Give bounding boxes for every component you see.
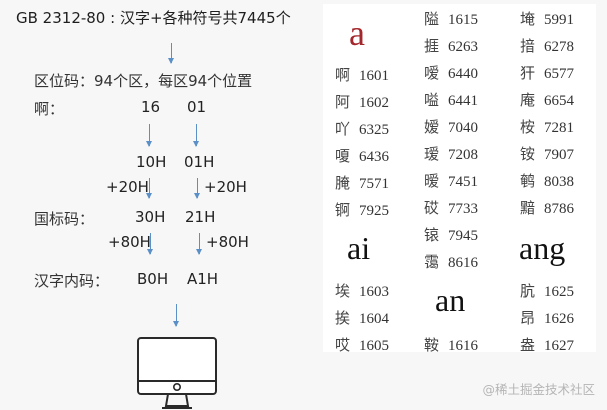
add-20h-left: +20H bbox=[106, 178, 149, 196]
computer-monitor-icon bbox=[137, 337, 217, 409]
a-char-label: 啊： bbox=[34, 100, 65, 118]
quwei-qu-value: 16 bbox=[141, 98, 161, 116]
arrow-down-icon bbox=[146, 178, 152, 199]
guobiao-label: 国标码： bbox=[34, 210, 95, 228]
quwei-wei-value: 01 bbox=[187, 98, 207, 116]
arrow-down-icon bbox=[173, 304, 179, 327]
arrow-down-icon bbox=[147, 233, 153, 255]
neima-label: 汉字内码： bbox=[34, 272, 110, 290]
pinyin-heading-ai: ai bbox=[347, 230, 371, 266]
arrow-down-icon bbox=[196, 233, 202, 255]
pinyin-heading-ang: ang bbox=[519, 230, 566, 266]
hex-wei-value: 01H bbox=[184, 153, 215, 171]
arrow-down-icon bbox=[146, 124, 152, 147]
add-80h-right: +80H bbox=[206, 233, 249, 251]
diagram-title: GB 2312-80 : 汉字+各种符号共7445个 bbox=[16, 9, 291, 27]
guobiao-wei-value: 21H bbox=[185, 208, 216, 226]
guobiao-qu-value: 30H bbox=[135, 208, 166, 226]
watermark: @稀土掘金技术社区 bbox=[482, 382, 595, 397]
quwei-label: 区位码：94个区，每区94个位置 bbox=[34, 72, 253, 90]
add-80h-left: +80H bbox=[108, 233, 151, 251]
arrow-down-icon bbox=[194, 178, 200, 199]
neima-wei-value: A1H bbox=[187, 270, 219, 288]
pinyin-heading-a: a bbox=[349, 13, 365, 53]
neima-qu-value: B0H bbox=[137, 270, 169, 288]
arrow-down-icon bbox=[168, 43, 174, 64]
pinyin-heading-an: an bbox=[435, 282, 466, 318]
hex-qu-value: 10H bbox=[136, 153, 167, 171]
add-20h-right: +20H bbox=[204, 178, 247, 196]
arrow-down-icon bbox=[193, 124, 199, 147]
